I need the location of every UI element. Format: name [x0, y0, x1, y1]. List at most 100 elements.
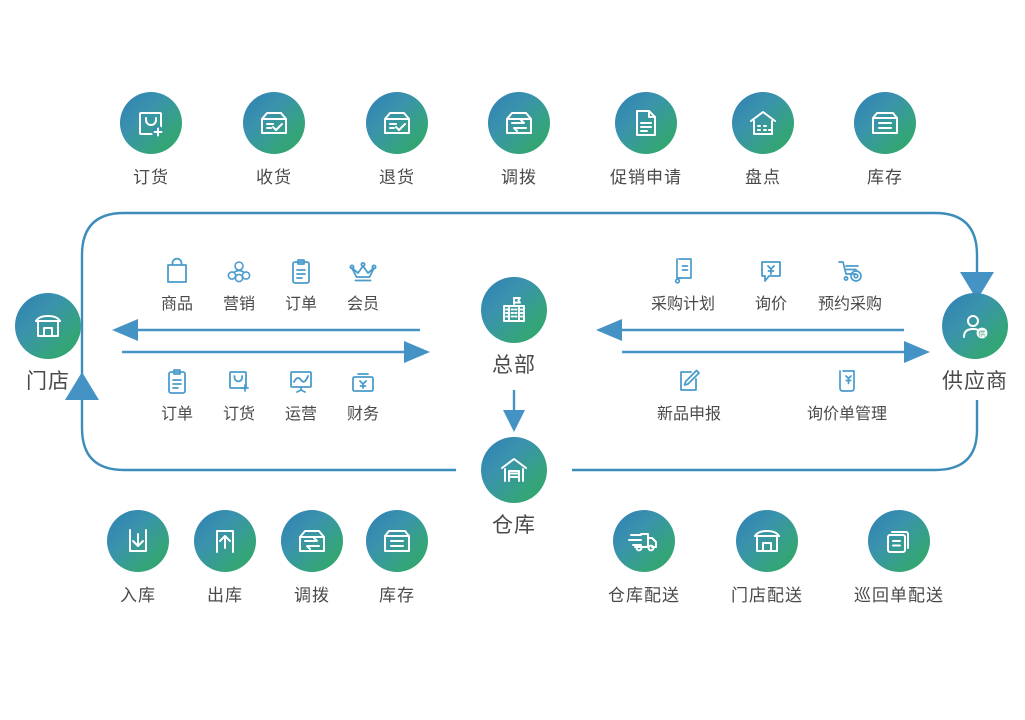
feature-node-br-0[interactable]: 仓库配送 — [608, 510, 680, 606]
feature-label: 促销申请 — [610, 168, 682, 187]
flow-item-store-hq-top-3[interactable]: 会员 — [328, 255, 398, 314]
svg-text:供: 供 — [979, 329, 986, 338]
feature-node-br-1[interactable]: 门店配送 — [731, 510, 803, 606]
flow-item-label: 预约采购 — [817, 296, 882, 313]
delivery-truck-icon — [613, 510, 675, 572]
scheduled-purchase-cart-icon — [835, 255, 865, 285]
feature-label: 库存 — [867, 168, 903, 187]
supplier-person-badge-icon: 供 — [942, 293, 1008, 359]
store-hq-left-arrowhead — [112, 319, 138, 341]
flow-item-label: 询价单管理 — [806, 406, 887, 423]
feature-node-top-2[interactable]: 退货 — [366, 92, 428, 188]
store-front-icon — [15, 293, 81, 359]
flow-item-store-hq-bottom-2[interactable]: 运营 — [266, 365, 336, 424]
feature-label: 订货 — [133, 168, 169, 187]
anchor-node-hq[interactable]: 总部 — [481, 277, 547, 379]
feature-node-bl-0[interactable]: 入库 — [107, 510, 169, 606]
stocktake-warehouse-icon — [732, 92, 794, 154]
flow-item-hq-supplier-top-0[interactable]: 采购计划 — [628, 255, 738, 314]
store-front-icon — [736, 510, 798, 572]
finance-yuan-case-icon — [349, 365, 377, 395]
flow-item-label: 会员 — [346, 296, 379, 313]
feature-label: 收货 — [256, 168, 292, 187]
hq-warehouse-arrowhead — [503, 410, 525, 432]
feature-label: 入库 — [120, 586, 156, 605]
feature-node-top-1[interactable]: 收货 — [243, 92, 305, 188]
feature-node-top-4[interactable]: 促销申请 — [610, 92, 682, 188]
hq-supplier-left-arrowhead — [596, 319, 622, 341]
feature-label: 库存 — [379, 586, 415, 605]
anchor-node-supplier[interactable]: 供 供应商 — [942, 293, 1008, 395]
flow-item-store-hq-bottom-3[interactable]: 财务 — [328, 365, 398, 424]
flow-item-label: 订单 — [284, 296, 317, 313]
feature-node-top-5[interactable]: 盘点 — [732, 92, 794, 188]
inquiry-yuan-bubble-icon — [758, 255, 784, 285]
flow-item-store-hq-bottom-1[interactable]: 订货 — [204, 365, 274, 424]
feature-label: 仓库配送 — [608, 586, 680, 605]
flow-item-store-hq-top-1[interactable]: 营销 — [204, 255, 274, 314]
inquiry-sheet-manage-icon — [834, 365, 860, 395]
feature-node-top-6[interactable]: 库存 — [854, 92, 916, 188]
anchor-label: 供应商 — [942, 370, 1008, 393]
flow-item-store-hq-top-2[interactable]: 订单 — [266, 255, 336, 314]
warehouse-house-icon — [481, 437, 547, 503]
order-clipboard-icon — [289, 255, 313, 285]
anchor-node-store[interactable]: 门店 — [15, 293, 81, 395]
new-product-pencil-icon — [676, 365, 702, 395]
receive-box-check-icon — [243, 92, 305, 154]
flow-item-label: 订货 — [222, 406, 255, 423]
feature-node-br-2[interactable]: 巡回单配送 — [854, 510, 944, 606]
feature-label: 退货 — [379, 168, 415, 187]
loop-bottom-right-path — [572, 400, 979, 472]
member-crown-icon — [348, 255, 378, 285]
feature-node-top-3[interactable]: 调拨 — [488, 92, 550, 188]
feature-label: 出库 — [207, 586, 243, 605]
anchor-label: 仓库 — [492, 514, 536, 537]
feature-node-top-0[interactable]: 订货 — [120, 92, 182, 188]
flow-item-store-hq-top-0[interactable]: 商品 — [142, 255, 212, 314]
goods-shopping-bag-icon — [164, 255, 190, 285]
operations-chart-board-icon — [287, 365, 315, 395]
flow-item-label: 询价 — [754, 296, 787, 313]
transfer-box-arrows-icon — [488, 92, 550, 154]
flow-item-hq-supplier-top-1[interactable]: 询价 — [736, 255, 806, 314]
route-documents-icon — [868, 510, 930, 572]
hq-supplier-right-arrowhead — [904, 341, 930, 363]
flow-item-label: 商品 — [160, 296, 193, 313]
marketing-people-icon — [225, 255, 253, 285]
flow-item-hq-supplier-top-2[interactable]: 预约采购 — [795, 255, 905, 314]
inventory-box-lines-icon — [366, 510, 428, 572]
feature-label: 调拨 — [501, 168, 537, 187]
store-hq-right-arrowhead — [404, 341, 430, 363]
order-clipboard-icon — [165, 365, 189, 395]
return-box-check-icon — [366, 92, 428, 154]
purchase-plan-cart-doc-icon — [669, 255, 697, 285]
flow-item-label: 运营 — [284, 406, 317, 423]
flow-item-hq-supplier-bottom-1[interactable]: 询价单管理 — [792, 365, 902, 424]
feature-node-bl-2[interactable]: 调拨 — [281, 510, 343, 606]
flow-item-label: 新品申报 — [656, 406, 721, 423]
inventory-box-lines-icon — [854, 92, 916, 154]
anchor-label: 门店 — [26, 370, 70, 393]
anchor-node-warehouse[interactable]: 仓库 — [481, 437, 547, 539]
flow-item-hq-supplier-bottom-0[interactable]: 新品申报 — [634, 365, 744, 424]
flow-item-label: 财务 — [346, 406, 379, 423]
loop-top-arrowhead — [960, 272, 994, 300]
feature-label: 盘点 — [745, 168, 781, 187]
loop-bottom-left-path — [80, 400, 456, 472]
anchor-label: 总部 — [492, 354, 536, 377]
flow-item-label: 采购计划 — [650, 296, 715, 313]
loop-top-path — [80, 211, 979, 375]
feature-label: 调拨 — [294, 586, 330, 605]
feature-label: 巡回单配送 — [854, 586, 944, 605]
feature-label: 门店配送 — [731, 586, 803, 605]
feature-node-bl-3[interactable]: 库存 — [366, 510, 428, 606]
headquarters-building-flag-icon — [481, 277, 547, 343]
order-bag-plus-icon — [120, 92, 182, 154]
flow-item-label: 订单 — [160, 406, 193, 423]
flow-item-store-hq-bottom-0[interactable]: 订单 — [142, 365, 212, 424]
outbound-arrow-up-icon — [194, 510, 256, 572]
feature-node-bl-1[interactable]: 出库 — [194, 510, 256, 606]
